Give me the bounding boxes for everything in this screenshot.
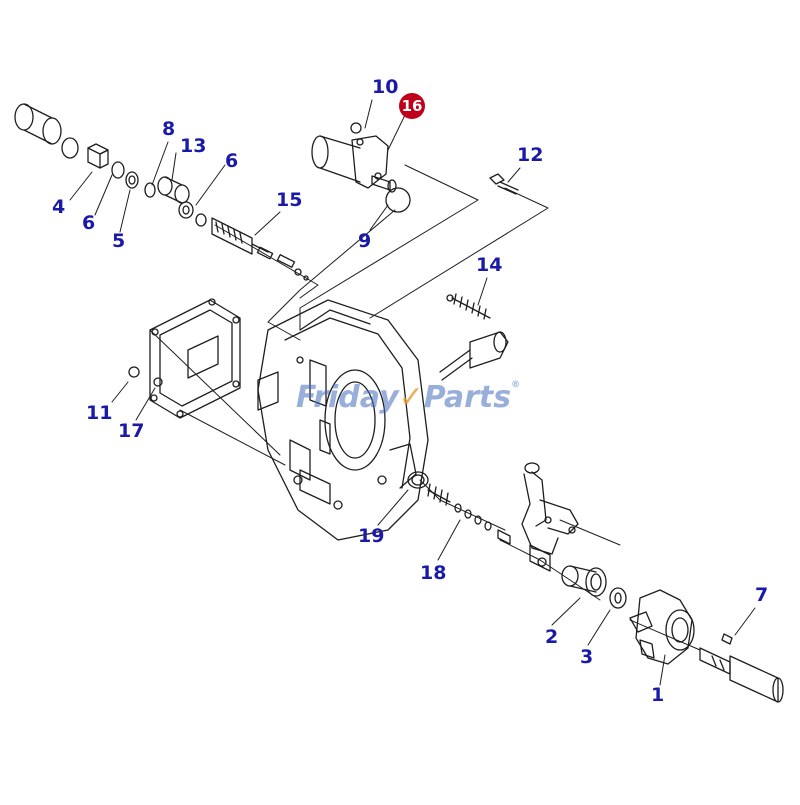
watermark-text-primary: Friday <box>296 380 399 415</box>
watermark-registered-mark: ® <box>511 380 521 390</box>
callout-3[interactable]: 3 <box>580 646 594 668</box>
callout-2[interactable]: 2 <box>545 626 559 648</box>
callout-14[interactable]: 14 <box>476 254 503 276</box>
gasket-cover-part-17 <box>128 298 241 419</box>
spring-pins-part-18 <box>427 483 511 545</box>
callout-10[interactable]: 10 <box>372 76 399 98</box>
callout-8[interactable]: 8 <box>162 118 176 140</box>
nut-part-6 <box>87 143 109 169</box>
solenoid-part-16 <box>311 122 411 213</box>
callout-17[interactable]: 17 <box>118 420 145 442</box>
lever-assembly <box>521 462 579 572</box>
spring-shaft-part-15 <box>211 217 309 281</box>
callout-15[interactable]: 15 <box>276 189 303 211</box>
bushing-part-13 <box>157 176 207 227</box>
callout-4[interactable]: 4 <box>52 196 66 218</box>
bolt-part-12 <box>489 173 519 195</box>
sleeve-part-4 <box>14 103 79 159</box>
callout-9[interactable]: 9 <box>358 230 372 252</box>
callout-16-highlighted[interactable]: 16 <box>399 93 425 119</box>
callout-11[interactable]: 11 <box>86 402 113 424</box>
washers-part-5 <box>111 161 156 198</box>
callout-5[interactable]: 5 <box>112 230 126 252</box>
washer-part-3 <box>609 587 627 609</box>
flange-part-2 <box>561 565 607 597</box>
plunger-rod <box>439 331 509 381</box>
main-housing <box>257 299 429 541</box>
callout-6a[interactable]: 6 <box>82 212 96 234</box>
callout-13[interactable]: 13 <box>180 135 207 157</box>
spring-part-14 <box>446 293 491 320</box>
weight-housing-part-1 <box>629 589 695 665</box>
watermark-text-secondary: Parts <box>423 380 512 415</box>
callout-7[interactable]: 7 <box>755 584 769 606</box>
callout-6b[interactable]: 6 <box>225 150 239 172</box>
callout-19[interactable]: 19 <box>358 525 385 547</box>
drive-shaft <box>699 633 784 703</box>
assembly-guide-lines <box>149 164 701 651</box>
leader-lines <box>69 99 756 686</box>
seal-part-19 <box>407 471 429 489</box>
watermark-logo: Friday✓Parts® <box>296 380 520 415</box>
callout-18[interactable]: 18 <box>420 562 447 584</box>
callout-1[interactable]: 1 <box>651 684 665 706</box>
callout-12[interactable]: 12 <box>517 144 544 166</box>
watermark-checkmark-icon: ✓ <box>398 380 424 415</box>
